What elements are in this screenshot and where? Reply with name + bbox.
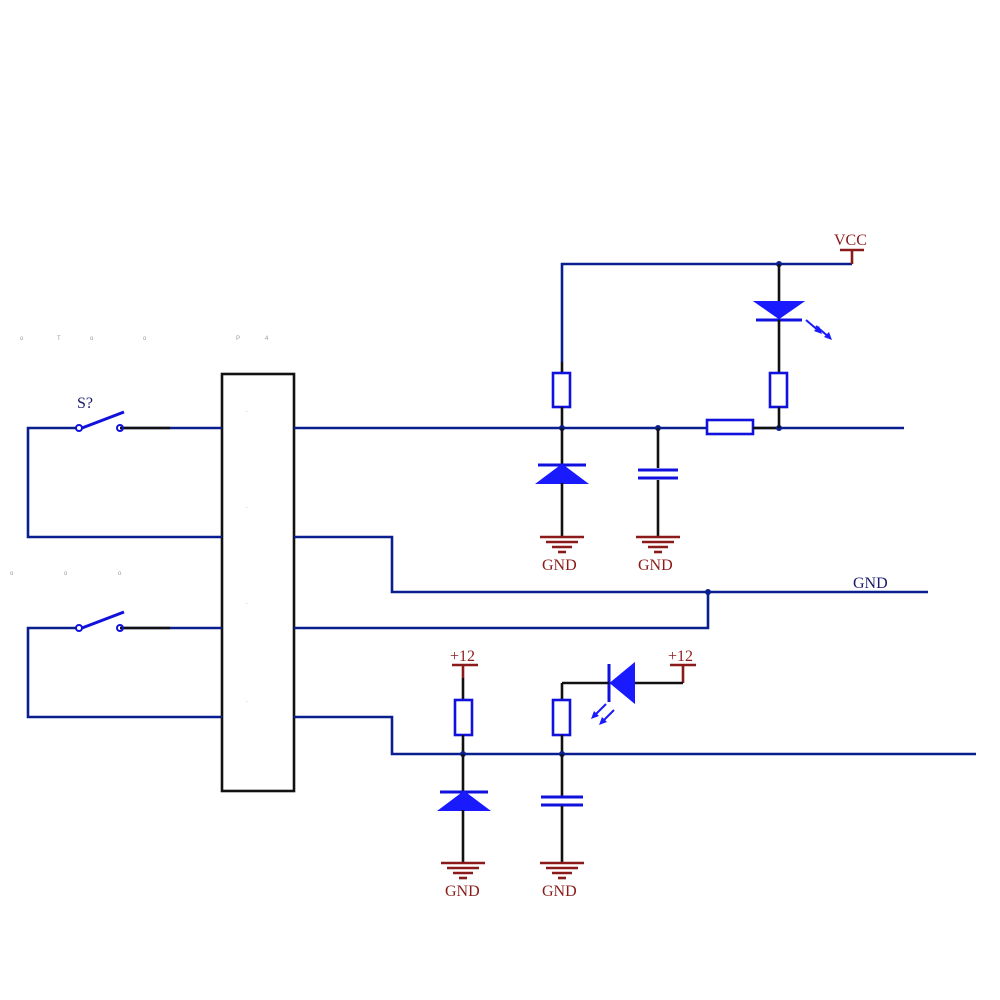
wire-loop-top — [26, 426, 222, 539]
pin-mark: . — [246, 698, 248, 704]
wire-loop-bottom — [26, 626, 222, 719]
faint-text: P — [236, 336, 240, 342]
faint-text: o — [143, 336, 147, 342]
switch-lever — [81, 410, 125, 430]
resistor-r4 — [453, 698, 474, 737]
faint-text: o — [20, 336, 24, 342]
switch-contact — [75, 624, 83, 632]
gnd-label: GND — [638, 557, 673, 574]
connector-block — [220, 372, 296, 793]
faint-text: o — [118, 571, 122, 577]
switch-ref-label: S? — [77, 395, 93, 412]
gnd-label: GND — [542, 883, 577, 900]
junction-dot — [705, 589, 711, 595]
faint-text: o — [10, 571, 14, 577]
plus12-power-symbol-left: +12 — [450, 648, 478, 678]
faint-text: o — [64, 571, 68, 577]
pin-mark: . — [246, 600, 248, 606]
plus12-power-symbol-right: +12 — [668, 648, 696, 683]
plus12-label: +12 — [450, 648, 475, 665]
led-d4 — [609, 661, 635, 705]
faint-text: o — [90, 336, 94, 342]
switch-contact — [75, 424, 83, 432]
switch-contact — [116, 624, 124, 632]
vcc-rail — [560, 262, 852, 362]
vcc-label: VCC — [834, 232, 867, 249]
arrow-head — [824, 332, 832, 340]
faint-label-row-2: o o o — [10, 571, 122, 577]
resistor-r2 — [705, 418, 755, 436]
net-gnd — [294, 535, 928, 594]
faint-label-row-1: o T o o P 4 — [20, 336, 269, 342]
switch-top: S? — [26, 395, 222, 539]
resistor-r5 — [551, 698, 572, 737]
vcc-power-symbol: VCC — [834, 232, 867, 264]
pin-mark: . — [246, 408, 248, 414]
arrow-head — [814, 326, 822, 334]
led-light-arrows — [591, 703, 615, 725]
arrow-head — [591, 711, 599, 719]
gnd-label: GND — [542, 557, 577, 574]
plus12-label: +12 — [668, 648, 693, 665]
led-light-arrows — [805, 319, 832, 340]
connector-pin-marks: . . . . — [246, 408, 248, 704]
diode-d1 — [535, 463, 589, 484]
switch-contact — [116, 424, 124, 432]
faint-text: T — [57, 336, 61, 342]
gnd-symbol-bottom-1: GND — [441, 861, 485, 900]
net-gnd-tie — [294, 592, 710, 630]
diode-d3 — [437, 790, 491, 811]
faint-text: 4 — [265, 336, 269, 342]
net-signal-2 — [294, 715, 976, 756]
led-d2 — [752, 301, 806, 320]
resistor-r1 — [551, 371, 572, 409]
pin-mark: . — [246, 504, 248, 510]
switch-lever — [81, 610, 125, 630]
gnd-label: GND — [445, 883, 480, 900]
gnd-symbol-bottom-2: GND — [540, 861, 584, 900]
resistor-r3 — [768, 371, 789, 409]
gnd-symbol-top-2: GND — [636, 535, 680, 574]
gnd-net-label: GND — [853, 575, 888, 592]
switch-bottom — [26, 610, 222, 719]
arrow-head — [599, 717, 607, 725]
gnd-symbol-top-1: GND — [540, 535, 584, 574]
